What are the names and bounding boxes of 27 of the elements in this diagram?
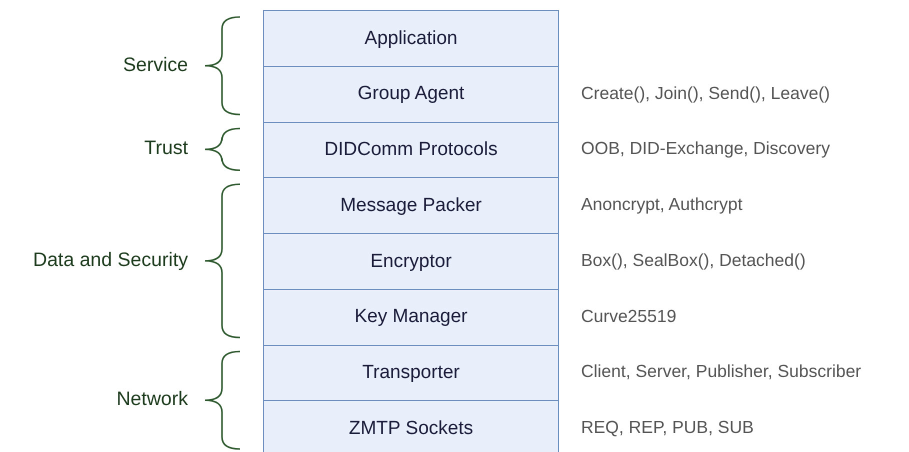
layer-box [263,400,559,452]
layer-name: Application [364,28,458,50]
layer-box [263,344,559,402]
layer-box [263,233,559,290]
layer-box [263,177,559,234]
layer-box [263,10,559,68]
layer-name: DIDComm Protocols [324,139,498,162]
layer-box [263,66,559,123]
layer-group-label: Network [116,388,188,412]
layer-detail: Client, Server, Publisher, Subscriber [581,361,862,382]
layer-group-label: Data and Security [32,248,188,272]
layer-detail: Curve25519 [581,306,676,327]
layer-name: ZMTP Sockets [348,418,474,440]
layer-name: Transporter [362,362,460,384]
layer-name: Group Agent [358,83,464,106]
layer-box [263,122,559,179]
layer-box [263,288,559,346]
layer-detail: REQ, REP, PUB, SUB [581,417,754,438]
layer-detail: Box(), SealBox(), Detached() [581,250,806,271]
layer-name: Message Packer [340,194,482,217]
layer-group-label: Trust [144,137,188,160]
layer-group-label: Service [122,54,188,77]
layer-detail: Create(), Join(), Send(), Leave() [581,82,830,104]
layer-detail: Anoncrypt, Authcrypt [581,194,742,216]
layer-name: Key Manager [354,306,468,328]
layer-detail: OOB, DID-Exchange, Discovery [581,138,830,160]
layer-name: Encryptor [370,250,452,273]
